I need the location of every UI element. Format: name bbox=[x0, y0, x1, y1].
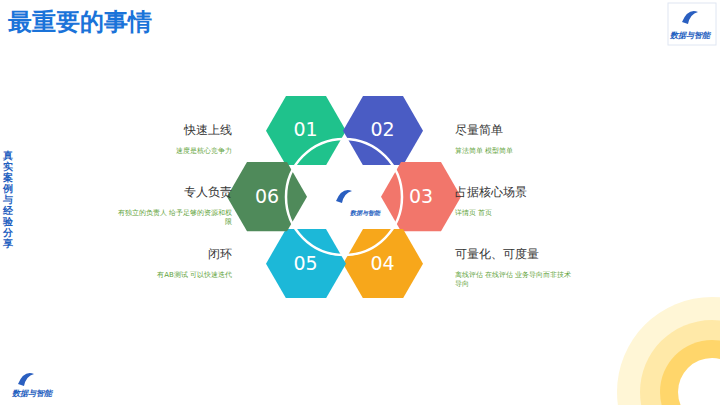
title: 最重要的事情 bbox=[8, 6, 152, 38]
logo-mark bbox=[18, 373, 34, 386]
step-heading: 专人负责 bbox=[62, 184, 232, 201]
hexagon-fill bbox=[227, 162, 307, 231]
step-body: 速度是核心竞争力 bbox=[112, 147, 232, 156]
hexagon-step: 04可量化、可度量离线评估 在线评估 业务导向而非技术导向 bbox=[343, 229, 423, 298]
logo-mark bbox=[682, 11, 698, 24]
puzzle-notch bbox=[335, 152, 353, 170]
step-heading: 快速上线 bbox=[62, 122, 232, 139]
step-description: 快速上线速度是核心竞争力 bbox=[62, 122, 232, 156]
step-number: 03 bbox=[381, 185, 461, 207]
hexagon-step: 01快速上线速度是核心竞争力 bbox=[266, 96, 346, 165]
step-heading: 可量化、可度量 bbox=[455, 246, 625, 263]
step-description: 占据核心场景详情页 首页 bbox=[455, 184, 625, 218]
puzzle-notch bbox=[366, 206, 384, 224]
hexagon-fill bbox=[343, 96, 423, 165]
hexagon-step: 06专人负责有独立的负责人 给予足够的资源和权限 bbox=[227, 162, 307, 231]
logo-text: 数据与智能 bbox=[12, 388, 52, 399]
step-description: 可量化、可度量离线评估 在线评估 业务导向而非技术导向 bbox=[455, 246, 625, 290]
hexagon-step: 05闭环有AB测试 可以快速迭代 bbox=[266, 229, 346, 298]
puzzle-notch bbox=[366, 170, 384, 188]
step-description: 尽量简单算法简单 模型简单 bbox=[455, 122, 625, 156]
step-number: 02 bbox=[343, 118, 423, 140]
puzzle-notch bbox=[304, 170, 322, 188]
puzzle-notch bbox=[304, 206, 322, 224]
side-caption: 真实案例与经验分享 bbox=[3, 150, 13, 249]
puzzle-notch bbox=[335, 224, 353, 242]
step-description: 专人负责有独立的负责人 给予足够的资源和权限 bbox=[62, 184, 232, 228]
deco-circle bbox=[660, 340, 720, 405]
hexagon-step: 03占据核心场景详情页 首页 bbox=[381, 162, 461, 231]
hexagon-step: 02尽量简单算法简单 模型简单 bbox=[343, 96, 423, 165]
hexagon-fill bbox=[381, 162, 461, 231]
step-number: 06 bbox=[227, 185, 307, 207]
step-heading: 占据核心场景 bbox=[455, 184, 625, 201]
deco-circle bbox=[640, 320, 720, 405]
hexagon-fill bbox=[266, 229, 346, 298]
logo-text: 数据与智能 bbox=[670, 30, 710, 41]
logo-box bbox=[668, 3, 716, 45]
step-description: 闭环有AB测试 可以快速迭代 bbox=[62, 246, 232, 280]
hexagon-fill bbox=[343, 229, 423, 298]
logo-mark bbox=[336, 190, 352, 203]
step-number: 05 bbox=[266, 252, 346, 274]
step-body: 离线评估 在线评估 业务导向而非技术导向 bbox=[455, 271, 575, 290]
hexagon-fill bbox=[266, 96, 346, 165]
step-body: 有独立的负责人 给予足够的资源和权限 bbox=[112, 209, 232, 228]
center-core bbox=[314, 167, 374, 227]
deco-circle bbox=[617, 297, 720, 405]
step-number: 04 bbox=[343, 252, 423, 274]
step-body: 有AB测试 可以快速迭代 bbox=[112, 271, 232, 280]
step-number: 01 bbox=[266, 118, 346, 140]
step-body: 算法简单 模型简单 bbox=[455, 147, 575, 156]
deco-circle bbox=[678, 358, 720, 405]
logo-text: 数据与智能 bbox=[350, 209, 380, 218]
step-heading: 闭环 bbox=[62, 246, 232, 263]
step-heading: 尽量简单 bbox=[455, 122, 625, 139]
step-body: 详情页 首页 bbox=[455, 209, 575, 218]
